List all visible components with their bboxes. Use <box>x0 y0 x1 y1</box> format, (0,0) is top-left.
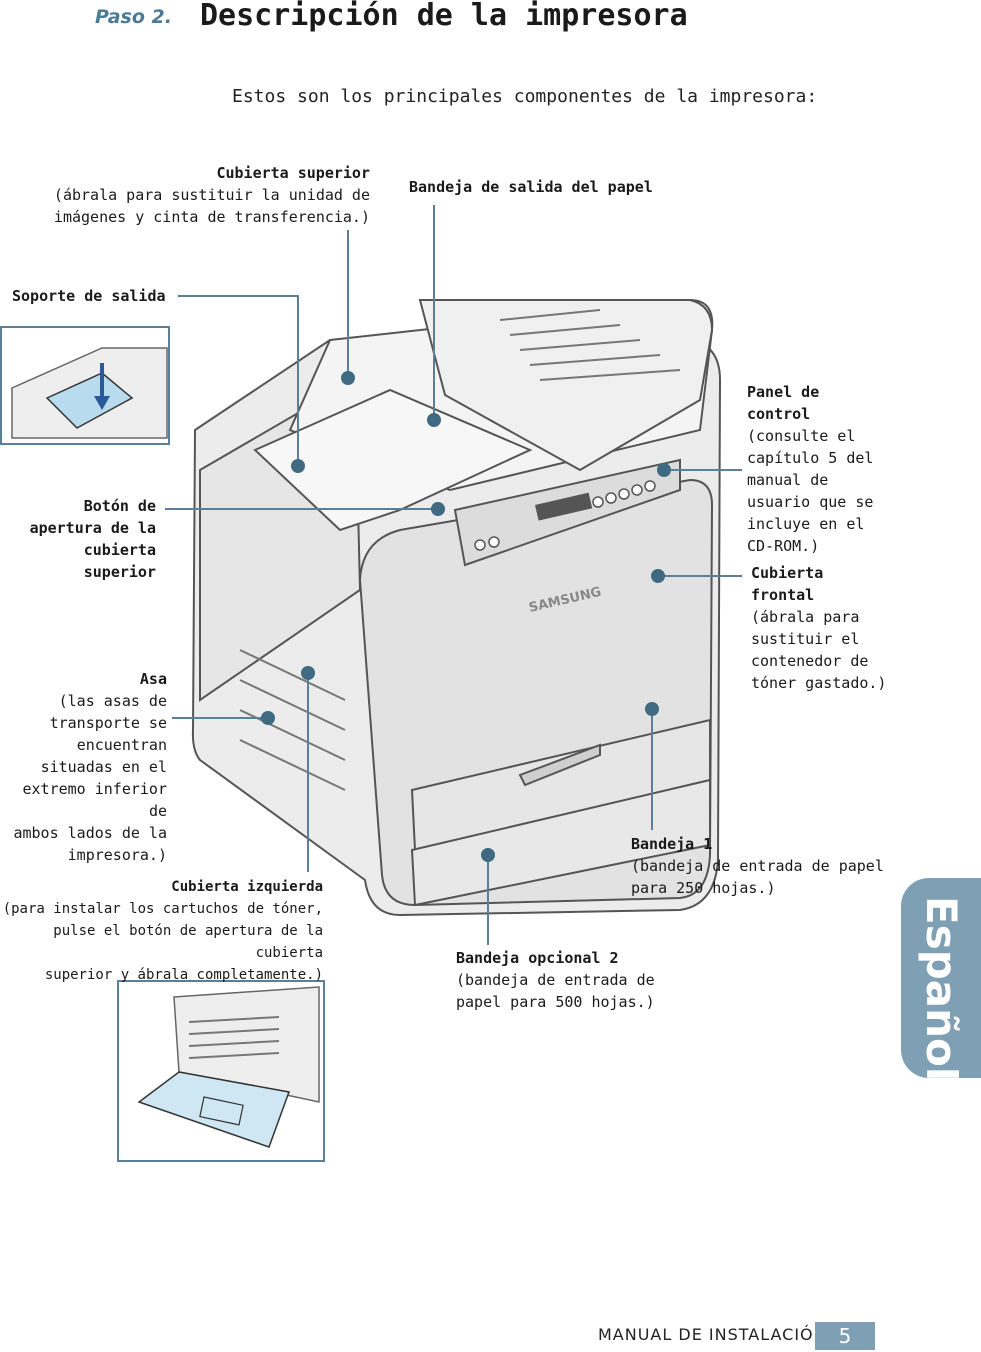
label-front-cover-desc: tóner gastado.) <box>751 674 887 692</box>
label-cover-release-title: cubierta <box>83 541 156 559</box>
label-output-support-title: Soporte de salida <box>12 287 166 305</box>
label-tray1-desc: (bandeja de entrada de papel <box>631 857 884 875</box>
footer-manual-title: MANUAL DE INSTALACIÓN <box>598 1325 827 1344</box>
label-control-panel: Panel de control (consulte el capítulo 5… <box>747 381 873 557</box>
label-tray2-desc: (bandeja de entrada de <box>456 971 655 989</box>
label-left-cover: Cubierta izquierda (para instalar los ca… <box>0 876 323 986</box>
output-support-inset <box>0 326 170 445</box>
label-left-cover-desc: pulse el botón de apertura de la cubiert… <box>53 923 323 961</box>
label-tray1: Bandeja 1 (bandeja de entrada de papel p… <box>631 833 884 899</box>
label-cover-release-title: Botón de <box>83 497 156 515</box>
label-cover-release-title: superior <box>83 563 156 581</box>
label-front-cover-title: frontal <box>751 586 815 604</box>
printer-body <box>191 298 722 917</box>
label-handle-desc: ambos lados de la <box>13 824 167 842</box>
label-front-cover: Cubierta frontal (ábrala para sustituir … <box>751 562 886 694</box>
label-front-cover-desc: (ábrala para <box>751 608 860 626</box>
label-handle-desc: encuentran <box>76 736 167 754</box>
label-control-panel-title: control <box>747 405 811 423</box>
label-top-cover: Cubierta superior (ábrala para sustituir… <box>54 162 370 228</box>
label-tray1-desc: para 250 hojas.) <box>631 879 776 897</box>
intro-text: Estos son los principales componentes de… <box>232 86 818 107</box>
label-left-cover-desc: superior y ábrala completamente.) <box>44 967 323 983</box>
page-number: 5 <box>815 1322 875 1350</box>
label-top-cover-desc: imágenes y cinta de transferencia.) <box>53 208 370 226</box>
label-handle-desc: transporte se <box>49 714 167 732</box>
label-handle-desc: (las asas de <box>58 692 167 710</box>
label-control-panel-desc: (consulte el <box>747 427 856 445</box>
label-left-cover-title: Cubierta izquierda <box>171 879 323 895</box>
leader-dots <box>261 371 671 862</box>
label-handle-desc: extremo inferior de <box>22 780 168 820</box>
label-control-panel-desc: incluye en el <box>747 515 865 533</box>
label-top-cover-title: Cubierta superior <box>216 164 370 182</box>
language-tab-label: Español <box>917 896 966 1082</box>
language-tab: Español <box>901 878 981 1082</box>
label-control-panel-desc: capítulo 5 del <box>747 449 874 467</box>
label-control-panel-desc: CD-ROM.) <box>747 537 820 555</box>
label-handle: Asa (las asas de transporte se encuentra… <box>0 668 167 866</box>
label-handle-title: Asa <box>139 670 167 688</box>
label-handle-desc: situadas en el <box>40 758 167 776</box>
label-front-cover-title: Cubierta <box>751 564 824 582</box>
step-label: Paso 2. <box>95 6 172 28</box>
label-control-panel-desc: usuario que se <box>747 493 874 511</box>
label-top-cover-desc: (ábrala para sustituir la unidad de <box>53 186 370 204</box>
panel-buttons <box>474 480 656 551</box>
label-tray2-title: Bandeja opcional 2 <box>456 949 619 967</box>
label-output-tray: Bandeja de salida del papel <box>409 176 653 198</box>
label-cover-release-button: Botón de apertura de la cubierta superio… <box>30 495 156 583</box>
leader-lines <box>165 205 742 945</box>
left-cover-drawing <box>137 986 320 1148</box>
label-control-panel-title: Panel de <box>747 383 820 401</box>
label-tray1-title: Bandeja 1 <box>631 835 713 853</box>
label-output-tray-title: Bandeja de salida del papel <box>409 178 653 196</box>
label-front-cover-desc: sustituir el <box>751 630 860 648</box>
label-tray2: Bandeja opcional 2 (bandeja de entrada d… <box>456 947 655 1013</box>
label-control-panel-desc: manual de <box>747 471 829 489</box>
page-title: Descripción de la impresora <box>200 0 688 33</box>
label-cover-release-title: apertura de la <box>29 519 156 537</box>
label-left-cover-desc: (para instalar los cartuchos de tóner, <box>2 901 323 917</box>
left-cover-inset <box>117 980 325 1162</box>
label-output-support: Soporte de salida <box>12 285 166 307</box>
label-tray2-desc: papel para 500 hojas.) <box>456 993 655 1011</box>
label-front-cover-desc: contenedor de <box>751 652 869 670</box>
output-support-drawing <box>11 347 168 439</box>
label-handle-desc: impresora.) <box>67 846 167 864</box>
lcd-display <box>535 492 593 521</box>
